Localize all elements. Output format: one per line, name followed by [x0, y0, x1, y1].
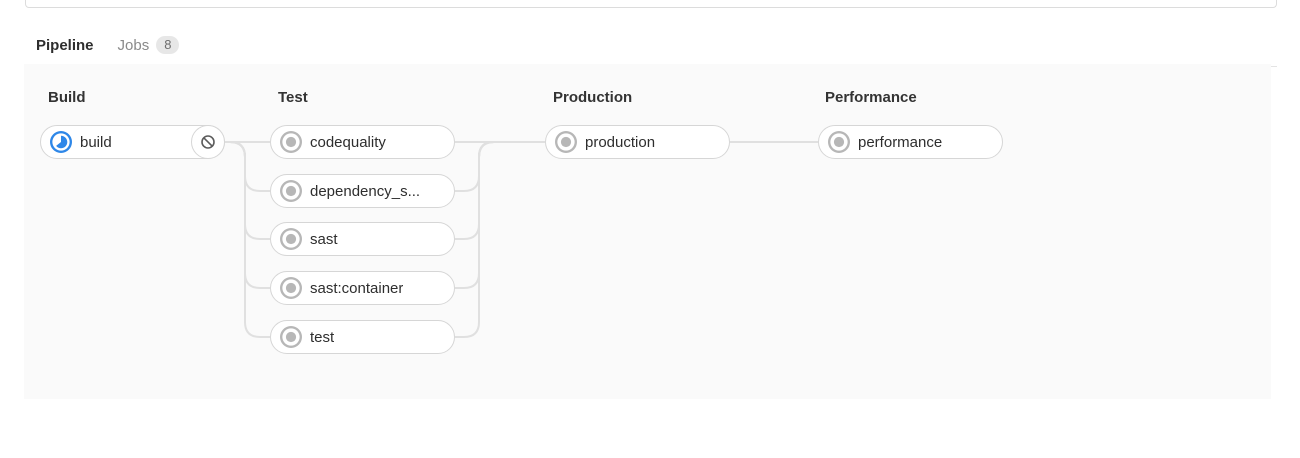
- stage-title-build: Build: [48, 89, 86, 106]
- job-build[interactable]: build: [40, 125, 225, 159]
- jobs-count-badge: 8: [156, 36, 180, 54]
- stage-title-performance: Performance: [825, 89, 917, 106]
- tab-pipeline-label: Pipeline: [36, 37, 94, 54]
- stage-title-test: Test: [278, 89, 308, 106]
- job-sast[interactable]: sast: [270, 222, 455, 256]
- job-label: production: [585, 133, 656, 151]
- job-label: test: [310, 328, 335, 346]
- job-test[interactable]: test: [270, 320, 455, 354]
- tab-jobs-label: Jobs: [117, 36, 150, 54]
- job-label: performance: [858, 133, 943, 151]
- pipeline-summary-panel-edge: [25, 0, 1277, 8]
- status-running-icon: [50, 131, 72, 153]
- job-dependency-scanning[interactable]: dependency_s...: [270, 174, 455, 208]
- status-created-icon: [280, 131, 302, 153]
- job-performance[interactable]: performance: [818, 125, 1003, 159]
- status-created-icon: [280, 326, 302, 348]
- cancel-ban-icon: [201, 135, 215, 149]
- job-label: codequality: [310, 133, 386, 151]
- job-production[interactable]: production: [545, 125, 730, 159]
- job-codequality[interactable]: codequality: [270, 125, 455, 159]
- job-label: dependency_s...: [310, 182, 421, 200]
- status-created-icon: [280, 228, 302, 250]
- status-created-icon: [828, 131, 850, 153]
- tab-jobs[interactable]: Jobs 8: [106, 28, 192, 66]
- stage-title-production: Production: [553, 89, 633, 106]
- job-label: sast: [310, 230, 338, 248]
- tab-pipeline[interactable]: Pipeline: [24, 29, 106, 68]
- pipeline-tab-bar: Pipeline Jobs 8: [24, 28, 1277, 68]
- job-label: sast:container: [310, 279, 404, 297]
- job-label: build: [80, 133, 112, 151]
- pipeline-graph: Build Test Production Performance build: [24, 64, 1271, 399]
- job-sast-container[interactable]: sast:container: [270, 271, 455, 305]
- status-created-icon: [555, 131, 577, 153]
- status-created-icon: [280, 180, 302, 202]
- cancel-job-button[interactable]: [191, 125, 225, 159]
- status-created-icon: [280, 277, 302, 299]
- stage-connector-lines: [225, 141, 818, 338]
